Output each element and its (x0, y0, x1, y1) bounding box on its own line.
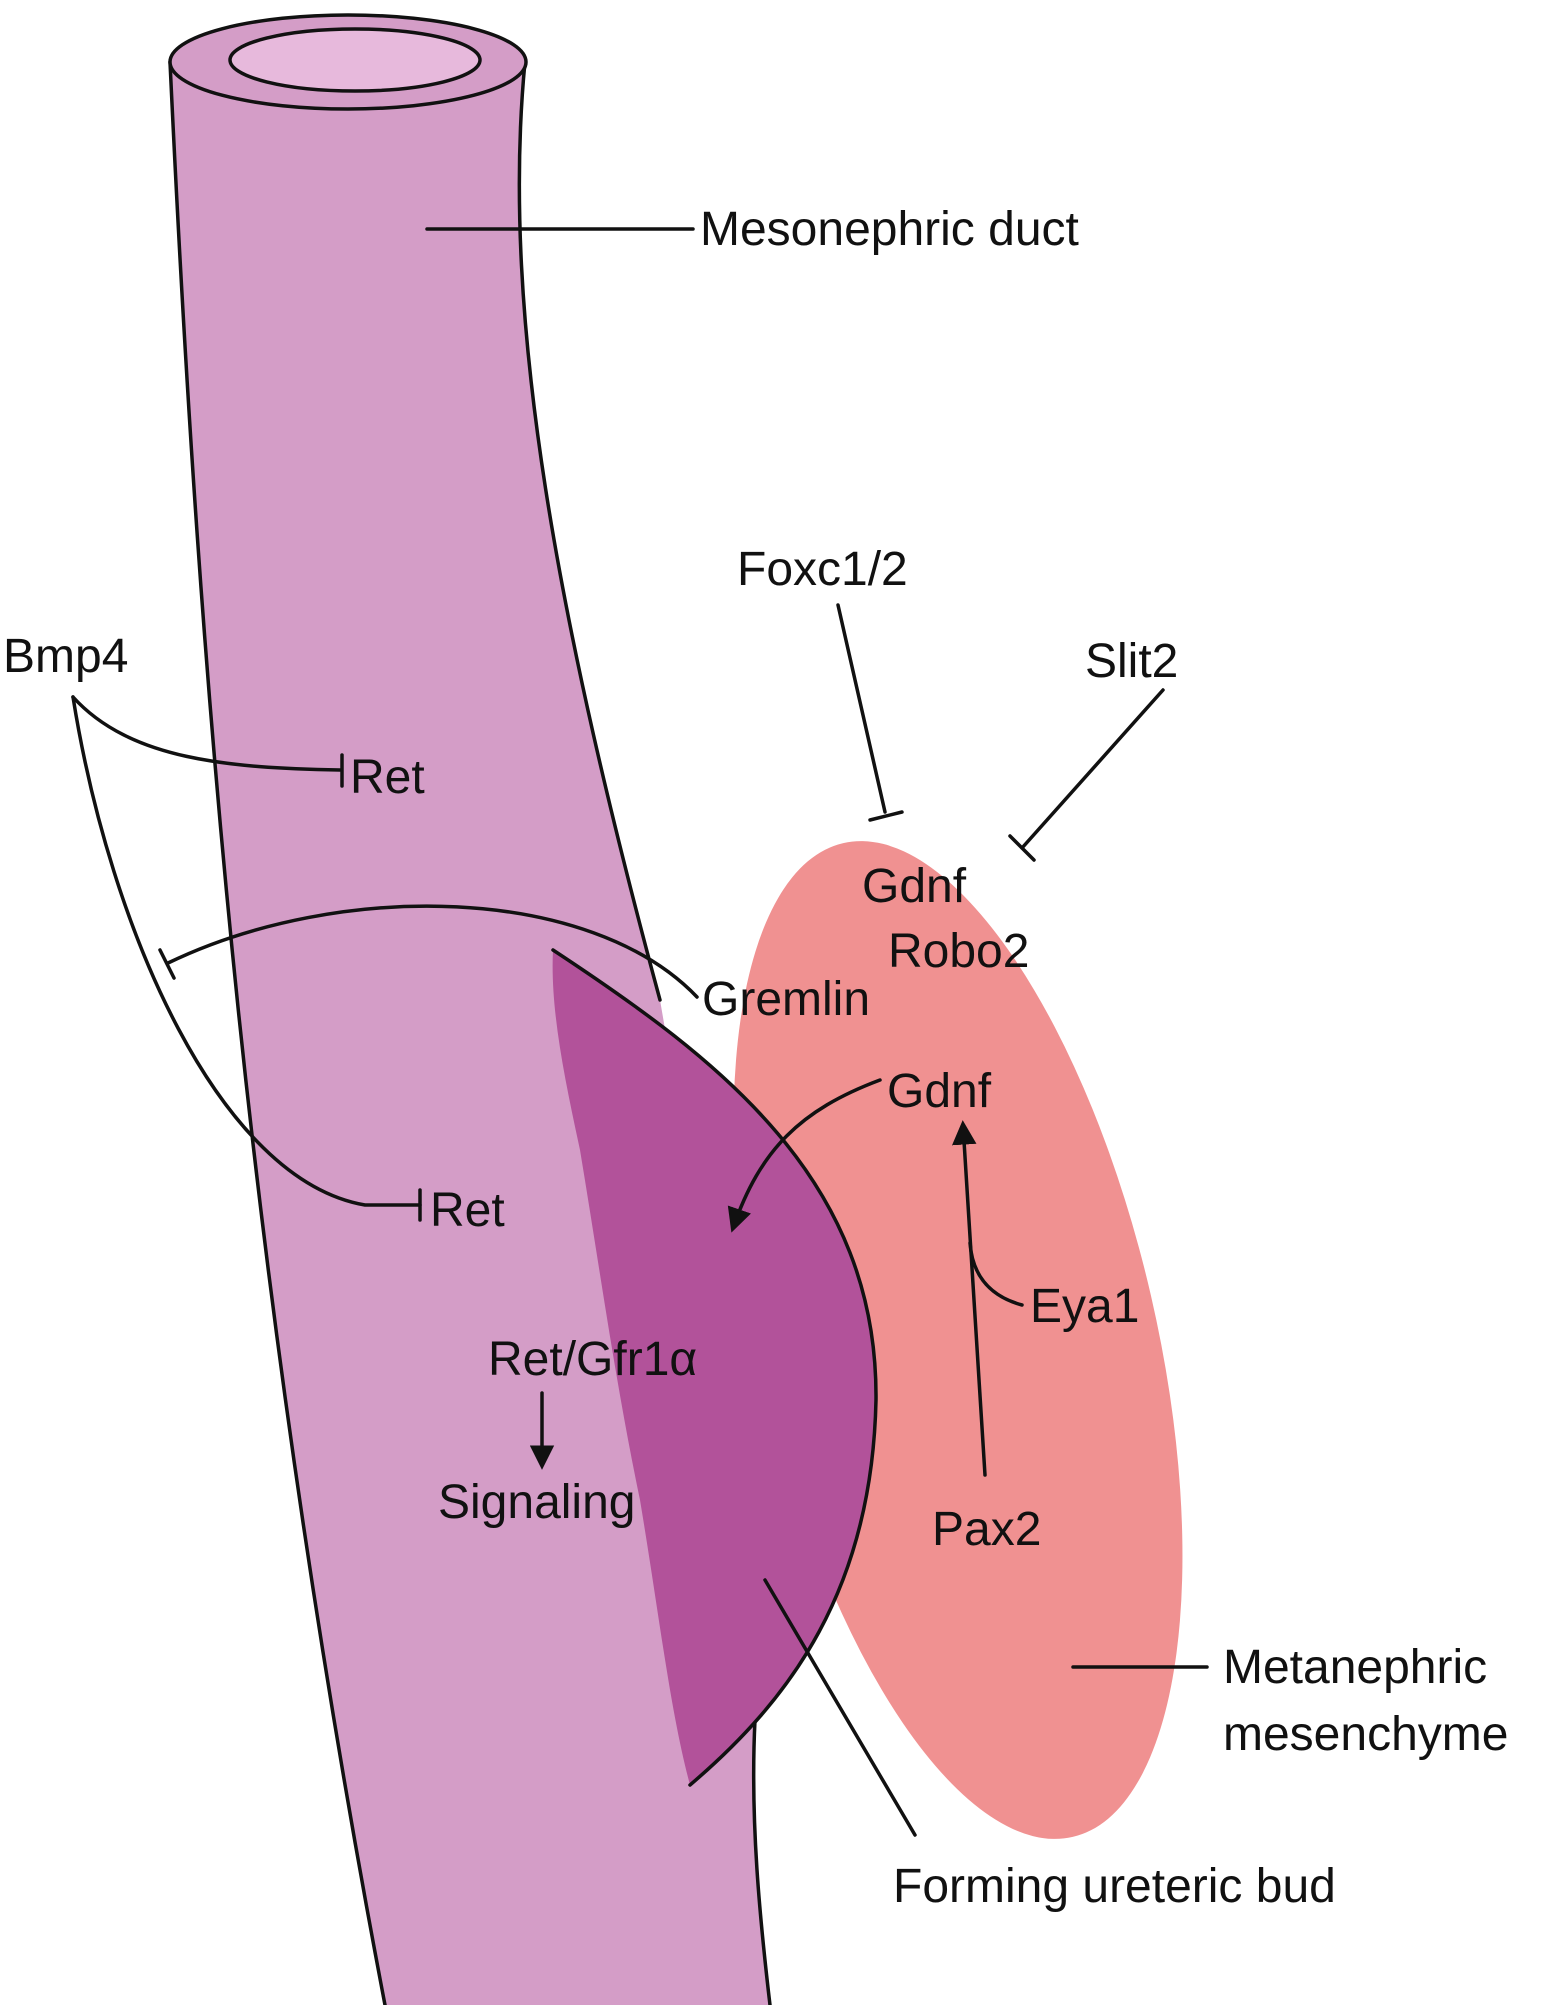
signaling-label: Signaling (438, 1476, 635, 1529)
forming-ureteric-bud-shape (552, 950, 877, 1785)
duct-lumen (228, 27, 482, 93)
ureteric-bud-outline (551, 948, 878, 1787)
bmp4-inhibits-ret-lower (71, 695, 422, 1222)
pax2-label: Pax2 (932, 1503, 1041, 1556)
foxc-label: Foxc1/2 (737, 543, 908, 596)
ret-upper-label: Ret (350, 751, 425, 804)
forming-bud-leader (763, 1578, 917, 1837)
bmp4-inhibits-ret-upper (71, 695, 344, 788)
foxc-inhibition (836, 603, 904, 822)
duct-right-edge (517, 60, 662, 1002)
eya1-label: Eya1 (1030, 1280, 1139, 1333)
pax2-to-gdnf-arrow (952, 1120, 987, 1477)
gremlin-inhibits-bmp4 (158, 904, 699, 999)
metanephric-mesenchyme-shape (733, 841, 1183, 1839)
gdnf-top-label: Gdnf (862, 860, 967, 913)
ret-gfr-label: Ret/Gfr1α (488, 1333, 697, 1386)
gdnf-mid-label: Gdnf (887, 1065, 992, 1118)
gremlin-label: Gremlin (702, 973, 870, 1026)
duct-left-edge (168, 60, 387, 2005)
forming-bud-label: Forming ureteric bud (893, 1860, 1336, 1913)
slit2-label: Slit2 (1085, 635, 1178, 688)
duct-right-edge-lower (751, 1718, 772, 2005)
ret-lower-label: Ret (430, 1184, 505, 1237)
mesonephric-duct-shape (170, 62, 770, 2005)
bmp4-label: Bmp4 (3, 630, 128, 683)
gdnf-to-bud-arrow (727, 1078, 882, 1233)
metanephric-label-line2: mesenchyme (1223, 1708, 1508, 1761)
metanephric-label-line1: Metanephric (1223, 1641, 1487, 1694)
robo2-label: Robo2 (888, 925, 1029, 978)
eya1-arrow-branch (968, 1241, 1024, 1307)
mesonephric-duct-label: Mesonephric duct (700, 203, 1079, 256)
slit2-inhibition (1008, 688, 1165, 862)
